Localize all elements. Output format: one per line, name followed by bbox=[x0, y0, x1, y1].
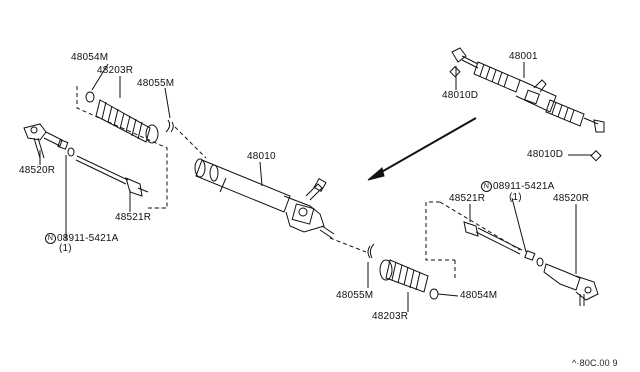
bolt-number-right: 08911-5421A bbox=[493, 181, 555, 193]
part-label-48520r-right: 48520R bbox=[553, 193, 590, 204]
part-label-48520r-left: 48520R bbox=[19, 165, 56, 176]
bolt-number-left: 08911-5421A bbox=[57, 233, 119, 245]
part-label-48010d-right: 48010D bbox=[527, 149, 564, 160]
tie-rod-end-48520r-left bbox=[23, 123, 63, 159]
clamp-ring-48054m-bottom bbox=[429, 288, 439, 300]
bolt-qty-right: (1) bbox=[509, 192, 522, 203]
part-label-48010: 48010 bbox=[247, 151, 276, 162]
clamp-ring-48054m-top bbox=[85, 91, 95, 103]
steering-gear-assembly-48001 bbox=[451, 47, 605, 133]
part-label-48521r-left: 48521R bbox=[115, 212, 152, 223]
part-label-48054m-top: 48054M bbox=[71, 52, 109, 63]
steering-boot-48203r-top bbox=[95, 99, 159, 144]
part-label-48055m-bottom: 48055M bbox=[336, 290, 374, 301]
steering-rack-48010 bbox=[194, 158, 335, 239]
diagram-reference-code: ^·80C.00 9 bbox=[572, 358, 618, 368]
nut-48010d-top bbox=[449, 66, 461, 78]
bolt-circle-right: N bbox=[481, 181, 492, 192]
part-label-48010d-top: 48010D bbox=[442, 90, 479, 101]
top-left-dashed-bracket bbox=[76, 86, 168, 209]
part-label-48054m-bottom: 48054M bbox=[460, 290, 498, 301]
inner-tie-rod-48521r-left bbox=[75, 155, 149, 197]
part-label-48203r-bottom: 48203R bbox=[372, 311, 409, 322]
inner-tie-rod-48521r-right bbox=[463, 221, 523, 255]
nut-48010d-right bbox=[590, 150, 602, 162]
tie-rod-end-48520r-right bbox=[543, 263, 599, 306]
bolt-circle-left: N bbox=[45, 233, 56, 244]
part-label-48203r-top: 48203R bbox=[97, 65, 134, 76]
part-label-48055m-top: 48055M bbox=[137, 78, 175, 89]
bottom-right-dashed-bracket bbox=[425, 201, 521, 278]
boot-clip-48055m-top bbox=[165, 119, 174, 133]
steering-boot-48203r-bottom bbox=[379, 259, 429, 293]
nut-left bbox=[57, 139, 75, 157]
direction-arrow bbox=[367, 117, 477, 181]
part-label-48001: 48001 bbox=[509, 51, 538, 62]
nut-right bbox=[524, 250, 544, 267]
boot-clip-48055m-bottom bbox=[367, 243, 375, 259]
bolt-qty-left: (1) bbox=[59, 243, 72, 254]
part-label-48521r-right: 48521R bbox=[449, 193, 486, 204]
